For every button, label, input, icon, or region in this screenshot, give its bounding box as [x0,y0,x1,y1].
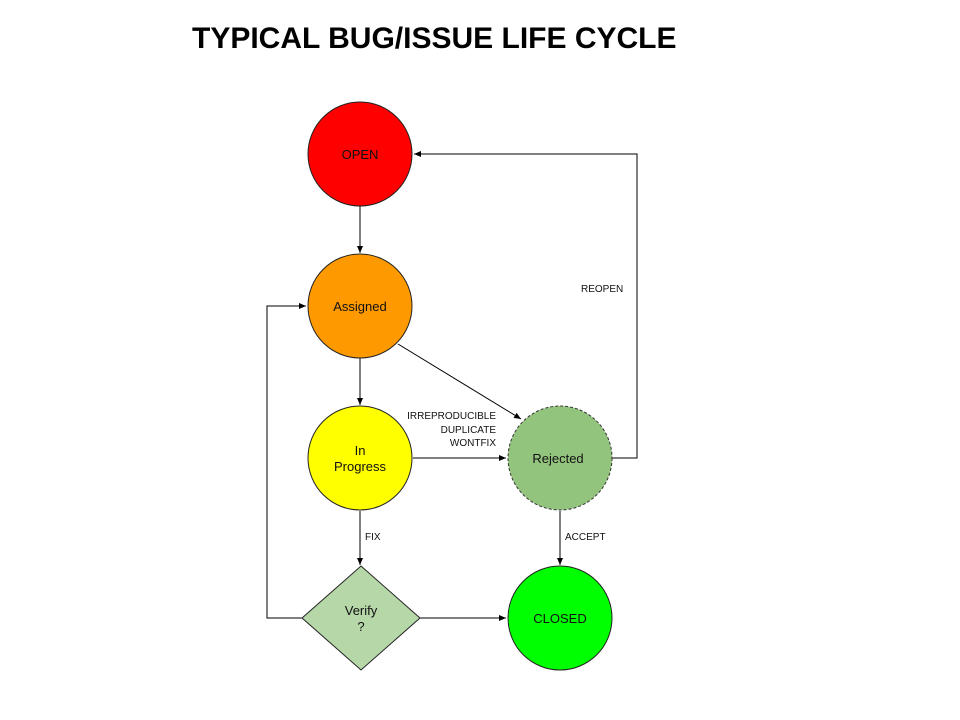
node-in-progress-shape [307,405,413,511]
node-verify-label-line2: ? [357,619,364,634]
node-open: OPEN [307,101,413,207]
edge-rejected-to-open [414,151,638,459]
edge-label-fix: FIX [365,532,381,543]
edge-assigned-to-rejected [397,343,522,420]
node-assigned-shape [307,253,413,359]
edge-label-irreproducible: IRREPRODUCIBLE [407,411,496,422]
node-verify: Verify ? [301,565,421,671]
node-open-label: OPEN [342,147,379,162]
node-in-progress-label-line2: Progress [334,459,387,474]
edge-label-duplicate: DUPLICATE [441,425,497,436]
node-in-progress: In Progress [307,405,413,511]
node-verify-label-line1: Verify [345,603,378,618]
edge-verify-to-assigned [266,303,306,619]
node-closed-shape [507,565,613,671]
node-rejected-label: Rejected [532,451,583,466]
edge-label-reopen: REOPEN [581,284,623,295]
node-rejected-shape [507,405,613,511]
edge-label-wontfix: WONTFIX [450,438,496,449]
node-assigned-label: Assigned [333,299,386,314]
node-rejected: Rejected [507,405,613,511]
edge-label-accept: ACCEPT [565,532,606,543]
diagram-title: TYPICAL BUG/ISSUE LIFE CYCLE [192,22,677,55]
node-assigned: Assigned [307,253,413,359]
node-closed-label: CLOSED [533,611,586,626]
node-in-progress-label-line1: In [355,443,366,458]
node-closed: CLOSED [507,565,613,671]
node-open-shape [307,101,413,207]
node-verify-shape [301,565,421,671]
